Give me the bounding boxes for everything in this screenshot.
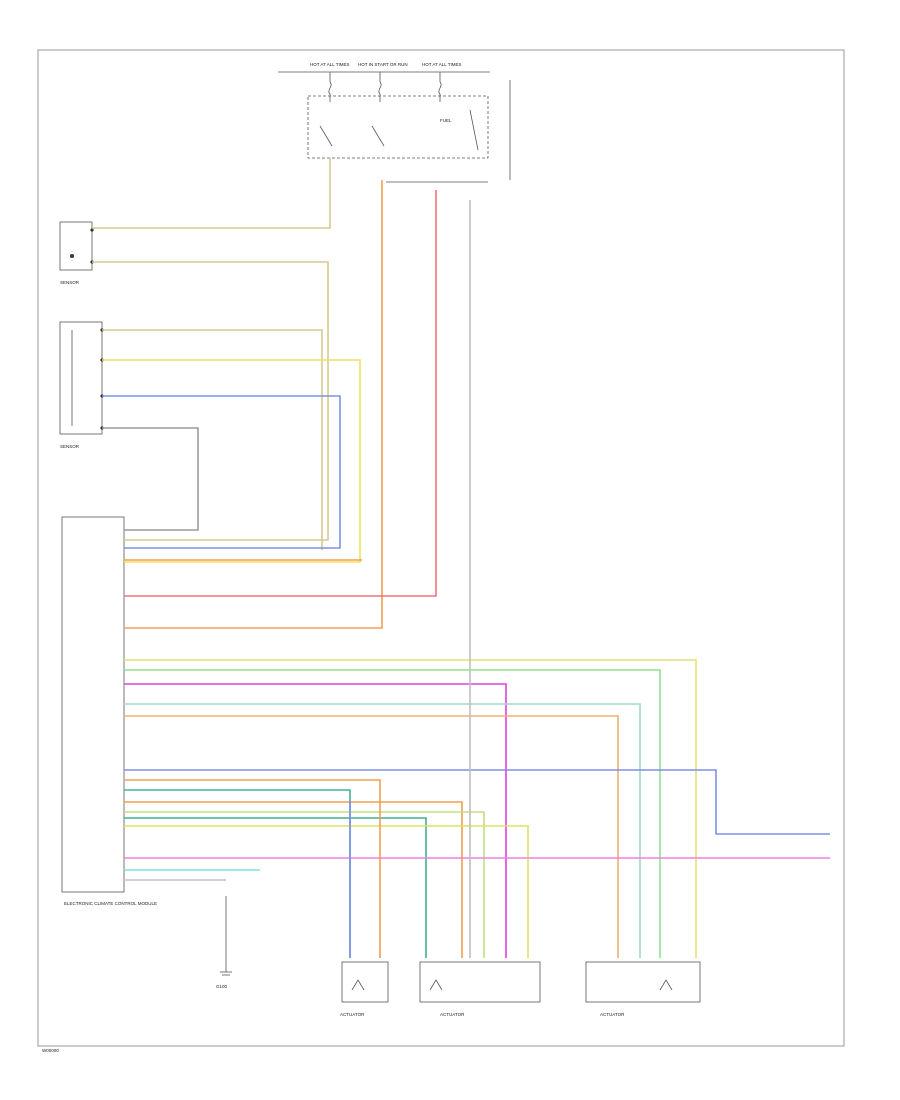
wire-pink-1 — [124, 190, 437, 597]
wire-orange-4 — [124, 801, 463, 958]
fuse-header-center: HOT IN START OR RUN — [358, 62, 408, 67]
ground-label: G100 — [216, 984, 228, 989]
fuse-header-right: HOT AT ALL TIMES — [422, 62, 462, 67]
fuse-2-symbol — [378, 72, 382, 102]
wire-orange-5 — [124, 779, 381, 958]
fuse-label-3: HOT AT ALL TIMES — [422, 62, 462, 67]
wire-tan-1 — [92, 158, 331, 229]
wire-magenta-1 — [124, 683, 507, 958]
actuator-right: ACTUATOR — [585, 961, 701, 1017]
wire-teal-1 — [124, 703, 641, 958]
fuse-relay-box — [307, 95, 489, 159]
relay-contact-3 — [469, 109, 479, 151]
wire-teal-2 — [124, 789, 351, 958]
wire-tan-2 — [92, 261, 329, 541]
wire-orange-3 — [124, 715, 619, 958]
wire-lime-1 — [124, 811, 485, 958]
diagram-frame — [37, 49, 845, 1047]
wire-yellow — [102, 359, 361, 563]
relay-contact-1 — [319, 125, 333, 147]
wire-tan-3 — [102, 329, 323, 550]
module-label: ELECTRONIC CLIMATE CONTROL MODULE — [64, 901, 157, 906]
fuse-label-1: HOT AT ALL TIMES — [310, 62, 350, 67]
wire-blue — [102, 395, 341, 549]
actuator-mid-label: ACTUATOR — [440, 1012, 465, 1017]
wire-yellow-3 — [124, 825, 529, 958]
fuse-3-symbol — [438, 72, 442, 102]
sensor-mid-label: SENSOR — [60, 444, 80, 449]
actuator-left-label: ACTUATOR — [340, 1012, 365, 1017]
ground-symbol: G100 — [216, 896, 232, 989]
wire-green-1 — [124, 669, 661, 958]
wire-orange-2 — [124, 180, 383, 629]
sensor-top-label: SENSOR — [60, 280, 80, 285]
sensor-top: SENSOR — [59, 221, 94, 285]
footer-code: W00000 — [42, 1048, 59, 1053]
actuator-mid: ACTUATOR — [419, 961, 541, 1017]
wire-gray-1 — [102, 427, 199, 531]
actuator-right-label: ACTUATOR — [600, 1012, 625, 1017]
wire-green-2 — [124, 817, 427, 958]
fuse-1-symbol — [328, 72, 332, 102]
climate-control-module: ELECTRONIC CLIMATE CONTROL MODULE — [61, 516, 157, 906]
fuse-label-2: HOT IN START OR RUN — [358, 62, 408, 67]
fuse-header-left: HOT AT ALL TIMES — [310, 62, 350, 67]
sensor-mid: SENSOR — [59, 321, 104, 449]
relay-contact-2 — [371, 125, 385, 147]
wire-darkblue-1 — [124, 769, 830, 835]
actuator-left: ACTUATOR — [340, 961, 389, 1017]
relay-label: FUEL — [440, 118, 452, 123]
